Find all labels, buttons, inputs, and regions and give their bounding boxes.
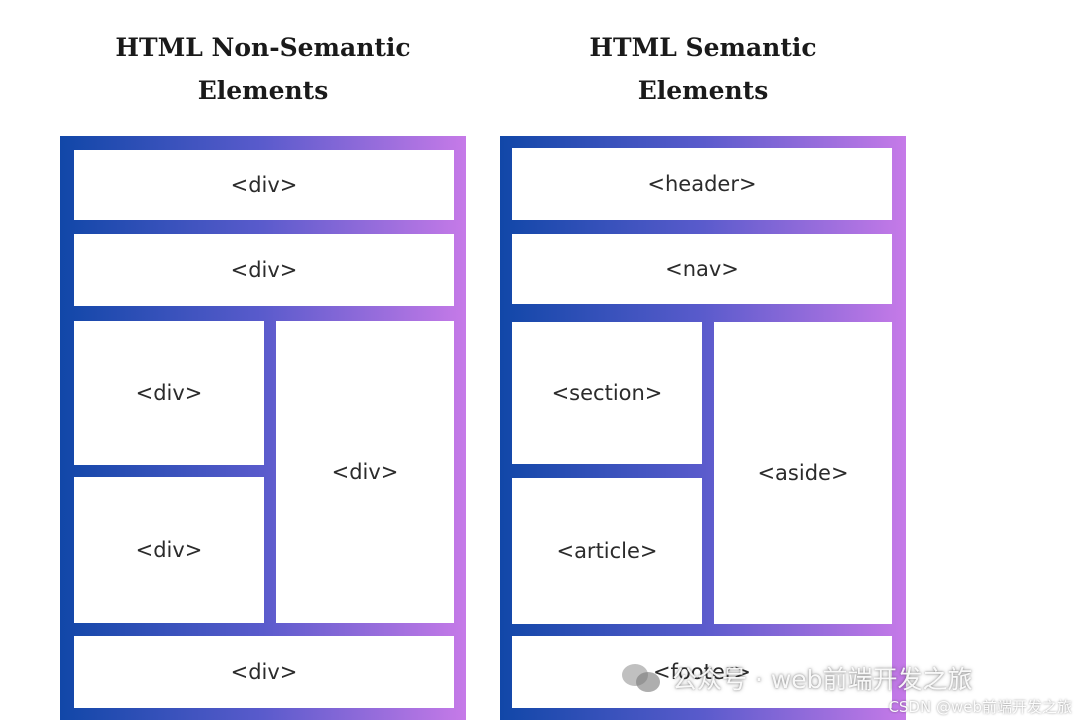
div-block-top2: <div> xyxy=(74,234,454,306)
article-block: <article> xyxy=(512,478,702,624)
semantic-title: HTML Semantic Elements xyxy=(500,26,906,112)
non-semantic-title-line1: HTML Non-Semantic xyxy=(115,33,411,62)
watermark: 公众号 · web前端开发之旅 xyxy=(622,660,973,696)
div-block-mid-right: <div> xyxy=(276,321,454,623)
semantic-title-line2: Elements xyxy=(637,76,769,105)
csdn-watermark: CSDN @web前端开发之旅 xyxy=(888,698,1072,716)
non-semantic-layout-diagram: <div> <div> <div> <div> <div> <div> xyxy=(60,136,466,720)
non-semantic-title-line2: Elements xyxy=(197,76,329,105)
footer-block: <footer> xyxy=(512,636,892,708)
div-block-mid-left-top: <div> xyxy=(74,321,264,465)
aside-block: <aside> xyxy=(714,322,892,624)
watermark-text: 公众号 · web前端开发之旅 xyxy=(672,665,973,694)
nav-block: <nav> xyxy=(512,234,892,304)
semantic-layout-diagram: <header> <nav> <section> <article> <asid… xyxy=(500,136,906,720)
div-block-mid-left-bottom: <div> xyxy=(74,477,264,623)
non-semantic-title: HTML Non-Semantic Elements xyxy=(60,26,466,112)
wechat-icon xyxy=(622,662,662,694)
header-block: <header> xyxy=(512,148,892,220)
div-block-top1: <div> xyxy=(74,150,454,220)
div-block-bottom: <div> xyxy=(74,636,454,708)
section-block: <section> xyxy=(512,322,702,464)
semantic-title-line1: HTML Semantic xyxy=(589,33,817,62)
